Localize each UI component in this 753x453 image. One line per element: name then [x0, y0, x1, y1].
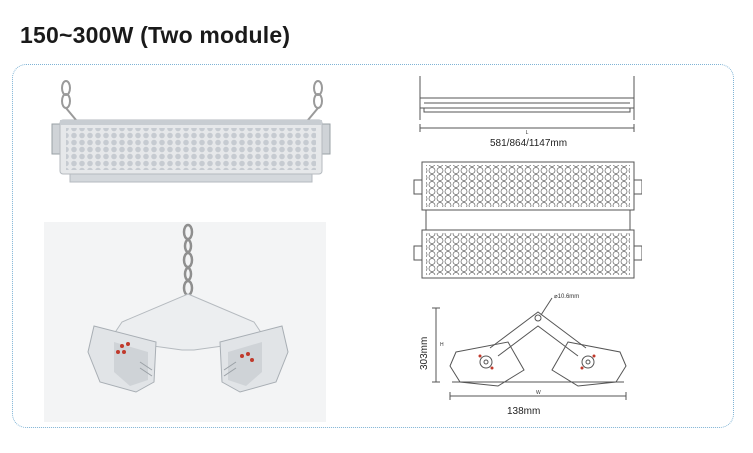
- length-dimension-label: 581/864/1147mm: [490, 138, 568, 149]
- page-title: 150~300W (Two module): [20, 22, 291, 48]
- width-dimension-label: 138mm: [507, 406, 541, 417]
- h-symbol: H: [440, 342, 444, 348]
- product-photo-side: [44, 222, 326, 422]
- w-symbol: W: [536, 390, 541, 396]
- drawing-side-elevation: L: [419, 76, 635, 136]
- drawing-top-view: [413, 161, 642, 279]
- hole-diameter-label: ⌀10.6mm: [554, 294, 579, 300]
- product-photo-front: [51, 80, 331, 183]
- l-symbol: L: [526, 130, 529, 136]
- drawing-end-view: ⌀10.6mm H W: [432, 294, 627, 400]
- product-panel: [12, 64, 734, 428]
- height-dimension-label: 303mm: [419, 336, 430, 370]
